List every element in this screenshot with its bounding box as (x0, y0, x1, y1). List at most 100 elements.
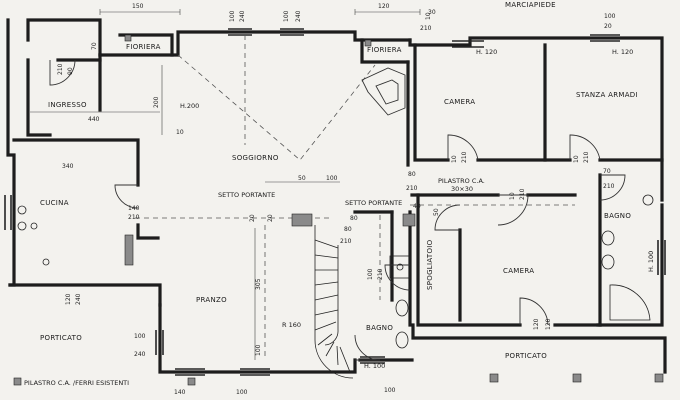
label-setto-left: SETTO PORTANTE (218, 191, 275, 199)
door-bagno (599, 174, 626, 201)
dim-140b: 140 (174, 389, 186, 396)
wall-north-center (98, 30, 412, 57)
fireplace (361, 67, 406, 116)
room-porticato-left: PORTICATO (40, 334, 82, 342)
dim-200: 200 (153, 96, 160, 108)
wall-porticato-right (411, 323, 667, 374)
bidet-center (395, 299, 409, 317)
door-camera2-south (519, 297, 549, 326)
label-footer: PILASTRO C.A. /FERRI ESISTENTI (24, 379, 129, 387)
dim-210h: 210 (519, 188, 526, 200)
room-ingresso: INGRESSO (48, 101, 87, 109)
spiral-stair (314, 225, 354, 379)
stair-treads (314, 239, 351, 373)
dim-20b: 20 (267, 214, 274, 222)
wall-fioriera-left (118, 33, 174, 57)
dim-240a: 240 (239, 10, 246, 22)
fireplace-outline (361, 67, 406, 116)
dim-100d: 100 (134, 333, 146, 340)
window-pranzo-side (155, 330, 164, 355)
dim-20c: 20 (604, 23, 612, 30)
dim-100c: 100 (326, 175, 338, 182)
door-cucina (114, 184, 139, 209)
wall-north-right (408, 36, 664, 202)
door-bagno-center (384, 264, 411, 291)
wall-ingresso-west (26, 58, 52, 137)
sink-cucina-a (17, 205, 27, 215)
stove-cucina (30, 222, 38, 230)
room-spogliatoio: SPOGLIATOIO (426, 239, 434, 290)
pilastro-fioriera (364, 39, 372, 47)
dim-210-ing: 210 (57, 63, 64, 75)
wall-camera-south (476, 43, 547, 162)
label-h100: H. 100 (364, 362, 385, 370)
dim-20: 20 (249, 214, 256, 222)
sink-cucina-b (17, 221, 27, 231)
door-armadi (569, 134, 601, 161)
dim-100h: 100 (604, 13, 616, 20)
room-soggiorno: SOGGIORNO (232, 154, 279, 162)
dim-70b: 70 (603, 168, 611, 175)
label-pilastro-size: 30×30 (451, 185, 473, 193)
room-fioriera-right: FIORIERA (367, 46, 402, 54)
stair-inner (324, 245, 339, 346)
dim-50: 50 (298, 175, 306, 182)
dim-120: 120 (378, 3, 390, 10)
label-h120-b: H. 120 (612, 48, 633, 56)
label-setto-right: SETTO PORTANTE (345, 199, 402, 207)
door-camera (447, 134, 479, 161)
wall-east (596, 203, 664, 327)
room-labels: FIORIERA FIORIERA MARCIAPIEDE INGRESSO C… (40, 1, 638, 360)
dim-120b: 120 (65, 293, 72, 305)
pilastro-s1 (187, 377, 196, 386)
dim-240b: 240 (295, 10, 302, 22)
dim-340: 340 (62, 163, 74, 170)
dim-150: 150 (132, 3, 144, 10)
sink-right (642, 194, 654, 206)
dim-440: 440 (88, 116, 100, 123)
pilastro-block (402, 213, 416, 227)
dim-70: 70 (91, 42, 98, 50)
dim-210c: 210 (340, 238, 352, 245)
corner-shower (609, 284, 651, 321)
dim-210e: 210 (461, 151, 468, 163)
cucina-appliance (124, 234, 134, 266)
room-fioriera-left: FIORIERA (126, 43, 161, 51)
dim-100b: 100 (283, 10, 290, 22)
label-marciapiede: MARCIAPIEDE (505, 1, 556, 9)
pilastro-legend (13, 377, 22, 386)
diag-soggiorno (177, 54, 376, 161)
wall-fioriera-right (360, 38, 410, 64)
room-bagno-right: BAGNO (604, 212, 631, 220)
dim-100f: 100 (236, 389, 248, 396)
stair-outer (314, 225, 354, 379)
dim-210d: 210 (406, 185, 418, 192)
dim-90: 90 (67, 67, 74, 75)
dim-305: 305 (255, 278, 262, 290)
pilastro-top (124, 34, 132, 42)
window-bagno (657, 240, 666, 275)
structure (13, 34, 664, 386)
room-pranzo: PRANZO (196, 296, 227, 304)
interior-walls (12, 33, 664, 362)
dim-30: 30 (428, 9, 436, 16)
wall-south (158, 303, 357, 374)
windows (4, 28, 666, 376)
room-camera-bottom: CAMERA (503, 267, 534, 275)
wall-cucina-top (12, 138, 140, 187)
dim-80c: 80 (350, 215, 358, 222)
dimension-texts: 150 120 100 240 100 240 210 440 200 10 7… (57, 3, 616, 396)
dim-100a: 100 (229, 10, 236, 22)
dim-10d: 10 (509, 192, 516, 200)
dim-line-150 (99, 9, 181, 15)
doors (49, 59, 626, 361)
bidet-right (601, 230, 615, 246)
dim-140: 140 (128, 205, 140, 212)
dim-10b: 10 (451, 155, 458, 163)
window-bagno-center (360, 356, 385, 364)
pilastro-s2 (489, 373, 499, 383)
window-camera (452, 40, 484, 48)
window-pranzo-a (175, 368, 205, 376)
wc-center (395, 331, 409, 349)
shower-drain (396, 263, 404, 271)
